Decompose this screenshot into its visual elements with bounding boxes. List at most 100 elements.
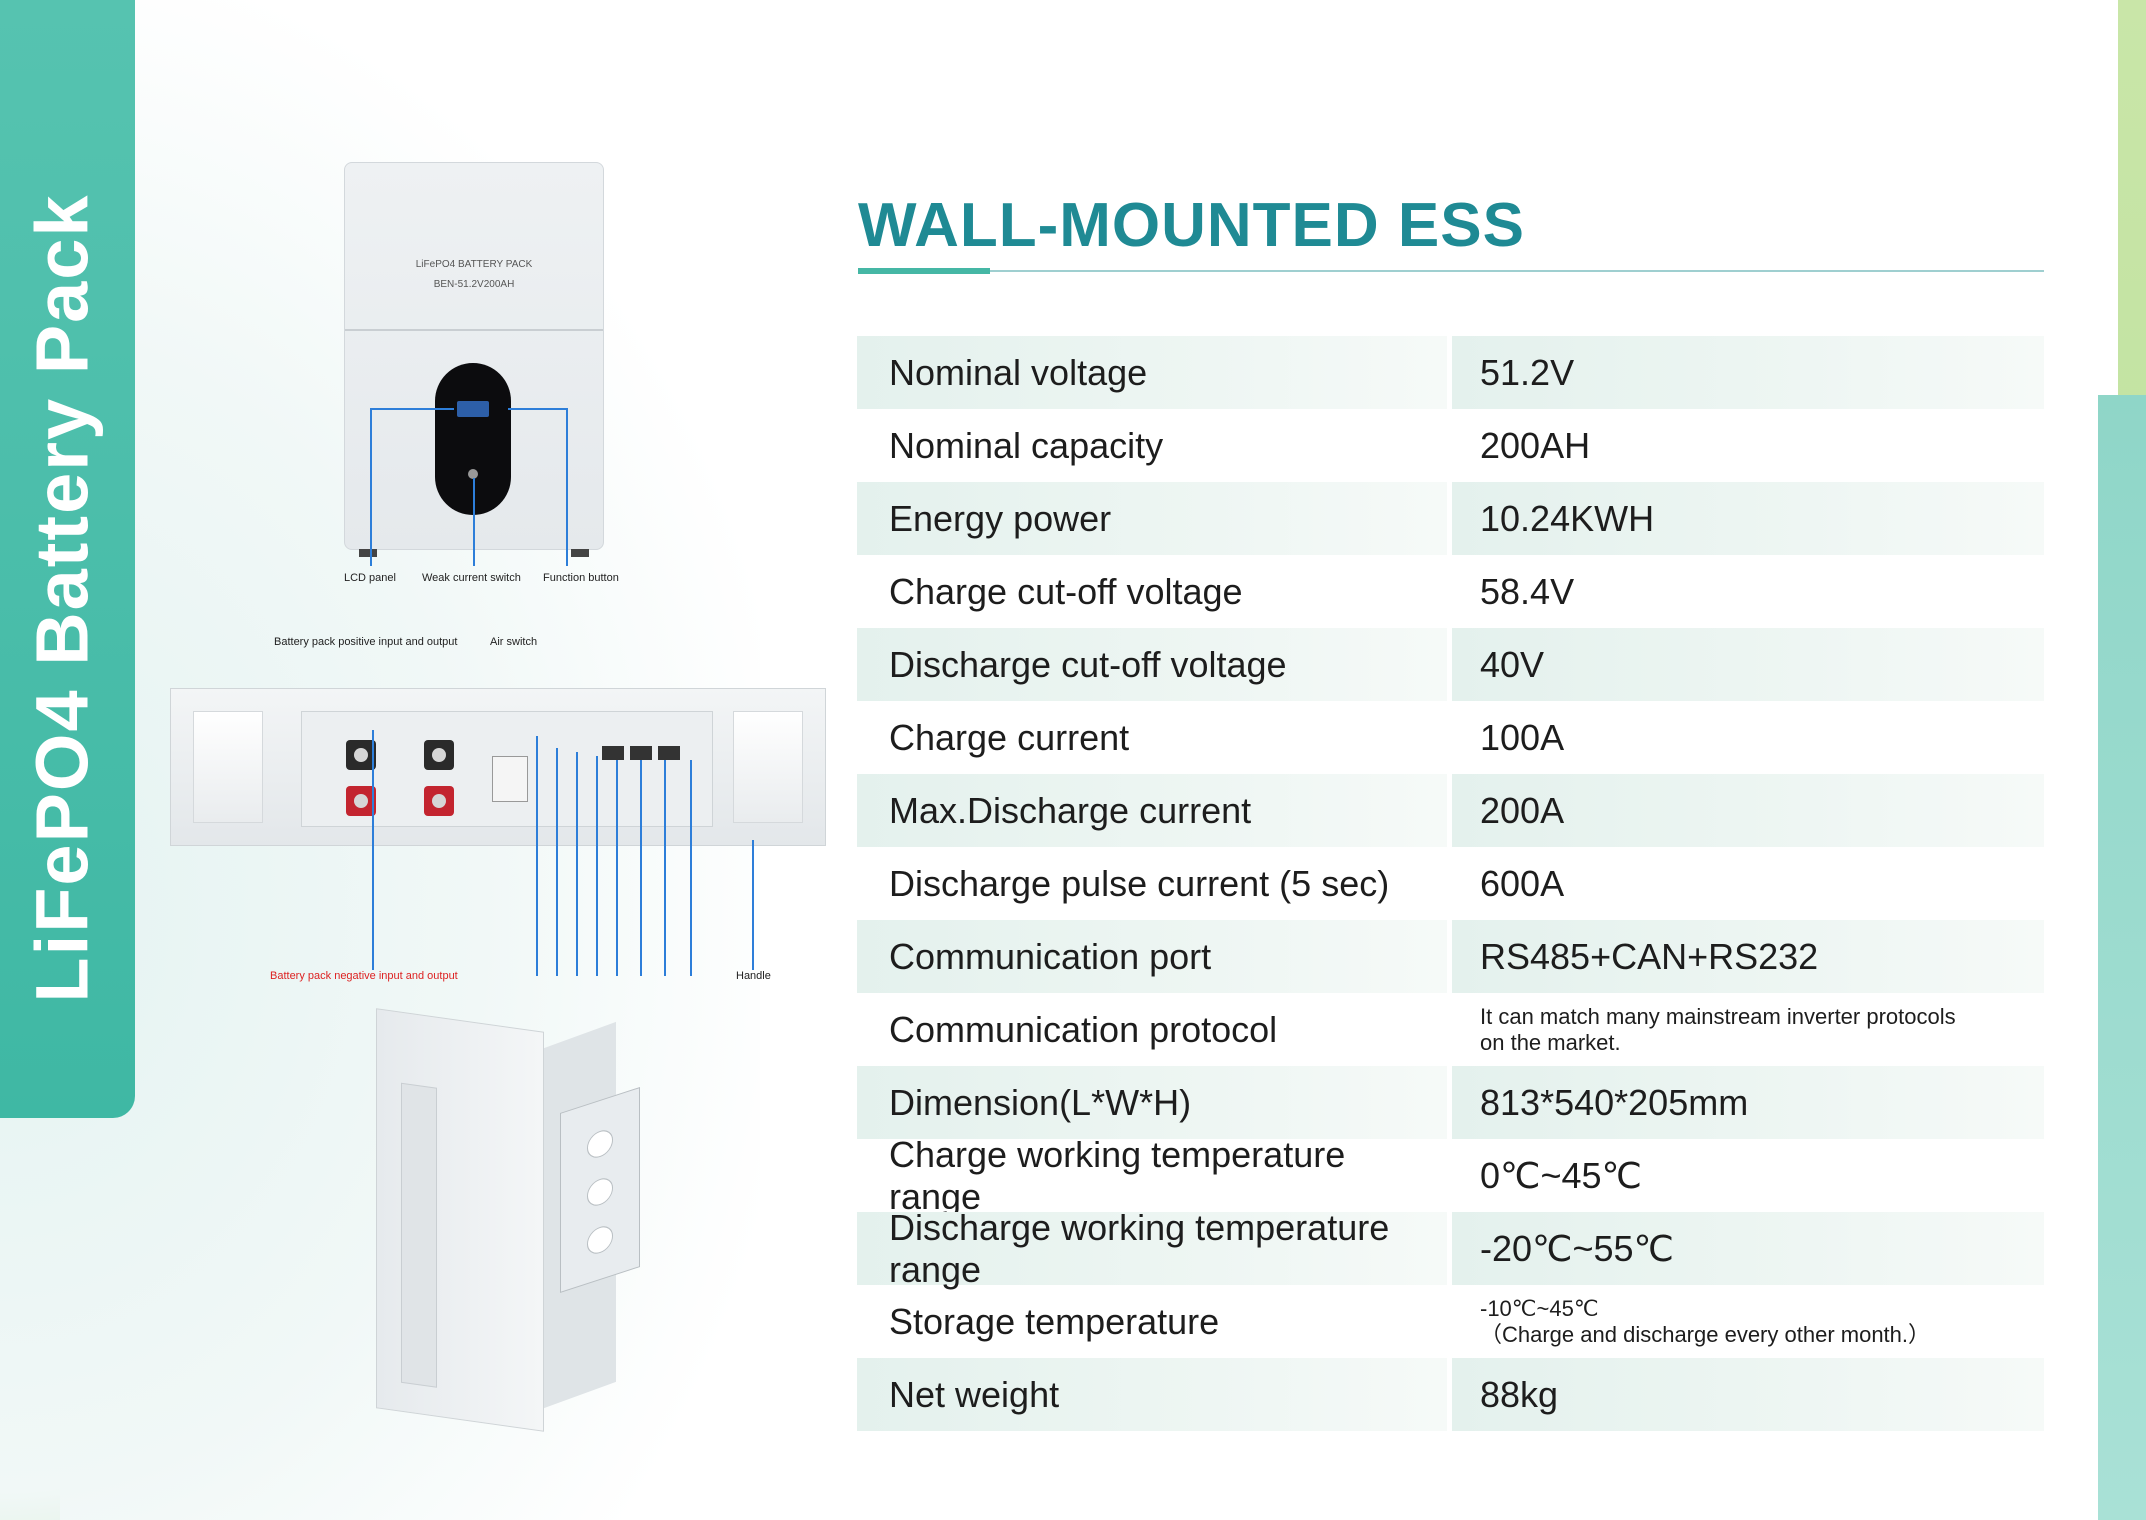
- spec-value-text: 10.24KWH: [1480, 497, 1655, 539]
- page-title: WALL-MOUNTED ESS: [858, 191, 1525, 260]
- bracket-hole-3: [587, 1222, 613, 1258]
- spec-value-text: 40V: [1480, 643, 1545, 685]
- spec-value-text: 600A: [1480, 862, 1565, 904]
- spec-value: -10℃~45℃ （Charge and discharge every oth…: [1452, 1285, 2044, 1358]
- spec-row: Max.Discharge current 200A: [857, 774, 2044, 847]
- side-tab: LiFePO4 Battery Pack: [0, 0, 135, 1118]
- callout-positive-io: Battery pack positive input and output: [274, 636, 458, 648]
- callout-line-ports-4: [596, 756, 598, 976]
- spec-value-text: 58.4V: [1480, 570, 1575, 612]
- callout-weak-switch: Weak current switch: [422, 572, 521, 584]
- battery-side-illustration: [376, 1008, 544, 1432]
- spec-row: Net weight 88kg: [857, 1358, 2044, 1431]
- right-teal-band: [2098, 395, 2146, 1520]
- spec-value-text: -10℃~45℃: [1480, 1295, 1599, 1321]
- side-terminal-strip: [401, 1082, 437, 1388]
- callout-function-button: Function button: [543, 572, 619, 584]
- spec-row: Energy power 10.24KWH: [857, 482, 2044, 555]
- terminal-positive-2: [424, 786, 454, 816]
- callout-line-ports-8: [690, 760, 692, 976]
- spec-value-text: RS485+CAN+RS232: [1480, 935, 1819, 977]
- spec-value-text: 88kg: [1480, 1373, 1559, 1415]
- terminal-positive-1: [346, 786, 376, 816]
- spec-value-text: -20℃~55℃: [1480, 1227, 1674, 1269]
- battery-front-illustration: LiFePO4 BATTERY PACK BEN-51.2V200AH: [344, 162, 604, 557]
- title-rule-accent: [858, 268, 990, 274]
- spec-row: Charge cut-off voltage 58.4V: [857, 555, 2044, 628]
- callout-line-ports-3: [576, 752, 578, 976]
- callout-line-lcd-h: [370, 408, 454, 410]
- side-tab-label: LiFePO4 Battery Pack: [20, 193, 104, 1003]
- air-switch: [492, 756, 528, 802]
- spec-value-text: 0℃~45℃: [1480, 1154, 1642, 1196]
- bracket-hole-1: [587, 1126, 613, 1162]
- bracket-hole-2: [587, 1174, 613, 1210]
- spec-value: 58.4V: [1452, 555, 2044, 628]
- callout-line-lcd: [370, 408, 372, 566]
- spec-label: Nominal capacity: [889, 424, 1164, 466]
- spec-value-text: It can match many mainstream inverter pr…: [1480, 1003, 1956, 1029]
- callout-line-switch: [473, 478, 475, 566]
- spec-value: It can match many mainstream inverter pr…: [1452, 993, 2044, 1066]
- spec-value: RS485+CAN+RS232: [1452, 920, 2044, 993]
- terminal-negative-1: [346, 740, 376, 770]
- spec-label: Discharge pulse current (5 sec): [889, 862, 1390, 904]
- spec-row: Communication protocol It can match many…: [857, 993, 2044, 1066]
- spec-row: Communication port RS485+CAN+RS232: [857, 920, 2044, 993]
- callout-lcd-panel: LCD panel: [344, 572, 396, 584]
- spec-label: Max.Discharge current: [857, 774, 1447, 847]
- spec-value-text: 200A: [1480, 789, 1565, 831]
- spec-value-text-line2: on the market.: [1480, 1029, 1621, 1055]
- title-rule: [858, 270, 2044, 272]
- callout-line-ports-1: [536, 736, 538, 976]
- spec-value: 0℃~45℃: [1452, 1139, 2044, 1212]
- spec-row: Charge current 100A: [857, 701, 2044, 774]
- callout-line-ports-2: [556, 748, 558, 976]
- spec-row: Dimension(L*W*H) 813*540*205mm: [857, 1066, 2044, 1139]
- spec-value: 88kg: [1452, 1358, 2044, 1431]
- callout-line-ports-5: [616, 760, 618, 976]
- callout-line-negative: [372, 730, 374, 970]
- spec-value: 200A: [1452, 774, 2044, 847]
- spec-row: Discharge cut-off voltage 40V: [857, 628, 2044, 701]
- callout-line-ports-6: [640, 760, 642, 976]
- spec-value-text: 200AH: [1480, 424, 1591, 466]
- foot-right: [571, 549, 589, 557]
- callout-air-switch: Air switch: [490, 636, 538, 648]
- spec-value: 51.2V: [1452, 336, 2044, 409]
- lcd-screen: [457, 401, 489, 417]
- handle-right: [733, 711, 803, 823]
- front-divider: [345, 329, 603, 331]
- spec-label: Net weight: [857, 1358, 1447, 1431]
- spec-row: Nominal capacity 200AH: [857, 409, 2044, 482]
- port-1: [602, 746, 624, 760]
- spec-value: -20℃~55℃: [1452, 1212, 2044, 1285]
- battery-label-line2: BEN-51.2V200AH: [433, 279, 515, 290]
- spec-label: Communication protocol: [889, 1008, 1278, 1050]
- spec-label: Charge working temperature range: [889, 1133, 1346, 1217]
- spec-label: Energy power: [857, 482, 1447, 555]
- spec-value-text: 51.2V: [1480, 351, 1575, 393]
- spec-row: Charge working temperature range 0℃~45℃: [857, 1133, 2044, 1217]
- spec-label: Discharge cut-off voltage: [857, 628, 1447, 701]
- spec-value: 813*540*205mm: [1452, 1066, 2044, 1139]
- callout-line-handle: [752, 840, 754, 970]
- spec-row: Discharge pulse current (5 sec) 600A: [857, 847, 2044, 920]
- spec-value-text: 813*540*205mm: [1480, 1081, 1749, 1123]
- power-switch: [468, 469, 478, 479]
- spec-row: Storage temperature -10℃~45℃ （Charge and…: [857, 1285, 2044, 1358]
- spec-value-text: 100A: [1480, 716, 1565, 758]
- callout-line-function-h: [508, 408, 568, 410]
- spec-label: Charge current: [889, 716, 1130, 758]
- spec-table: Nominal voltage 51.2V Nominal capacity 2…: [857, 336, 2044, 1431]
- spec-value: 40V: [1452, 628, 2044, 701]
- spec-value: 100A: [1452, 701, 2044, 774]
- callout-line-ports-7: [664, 760, 666, 976]
- port-2: [630, 746, 652, 760]
- foot-left: [359, 549, 377, 557]
- callout-negative-io: Battery pack negative input and output: [270, 970, 458, 982]
- spec-label: Charge cut-off voltage: [889, 570, 1243, 612]
- spec-label: Communication port: [857, 920, 1447, 993]
- battery-label-line1: LiFePO4 BATTERY PACK: [415, 259, 533, 270]
- spec-label: Nominal voltage: [857, 336, 1447, 409]
